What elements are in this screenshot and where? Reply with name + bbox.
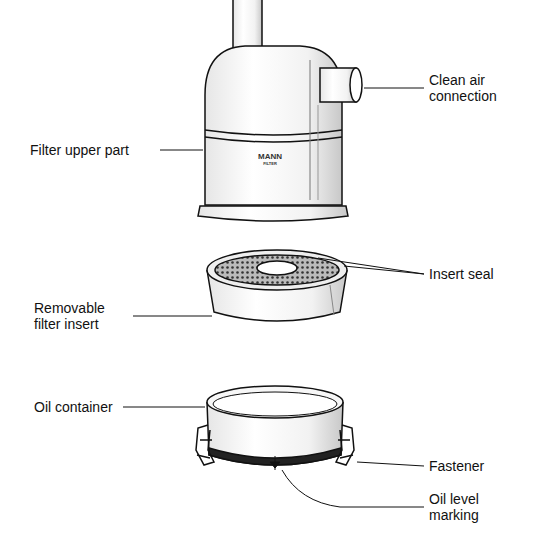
part-label: Clean air connection: [429, 72, 539, 104]
oil-container-drawing: [207, 386, 343, 470]
part-label: Removable filter insert: [34, 300, 130, 332]
brand-logo: FILTER: [250, 161, 290, 166]
part-label: Filter upper part: [30, 142, 158, 158]
leader-lines: [123, 88, 424, 507]
filter-upper-part-drawing: [198, 0, 362, 221]
part-label: Oil level marking: [429, 491, 509, 523]
part-label: Oil container: [34, 399, 126, 415]
filter-insert-drawing: [207, 250, 347, 321]
oil-level-mark: [270, 456, 280, 470]
part-label: Insert seal: [429, 266, 539, 282]
fastener-clips: [196, 425, 354, 465]
part-label: Fastener: [429, 458, 539, 474]
brand-logo: MANN: [250, 152, 290, 161]
